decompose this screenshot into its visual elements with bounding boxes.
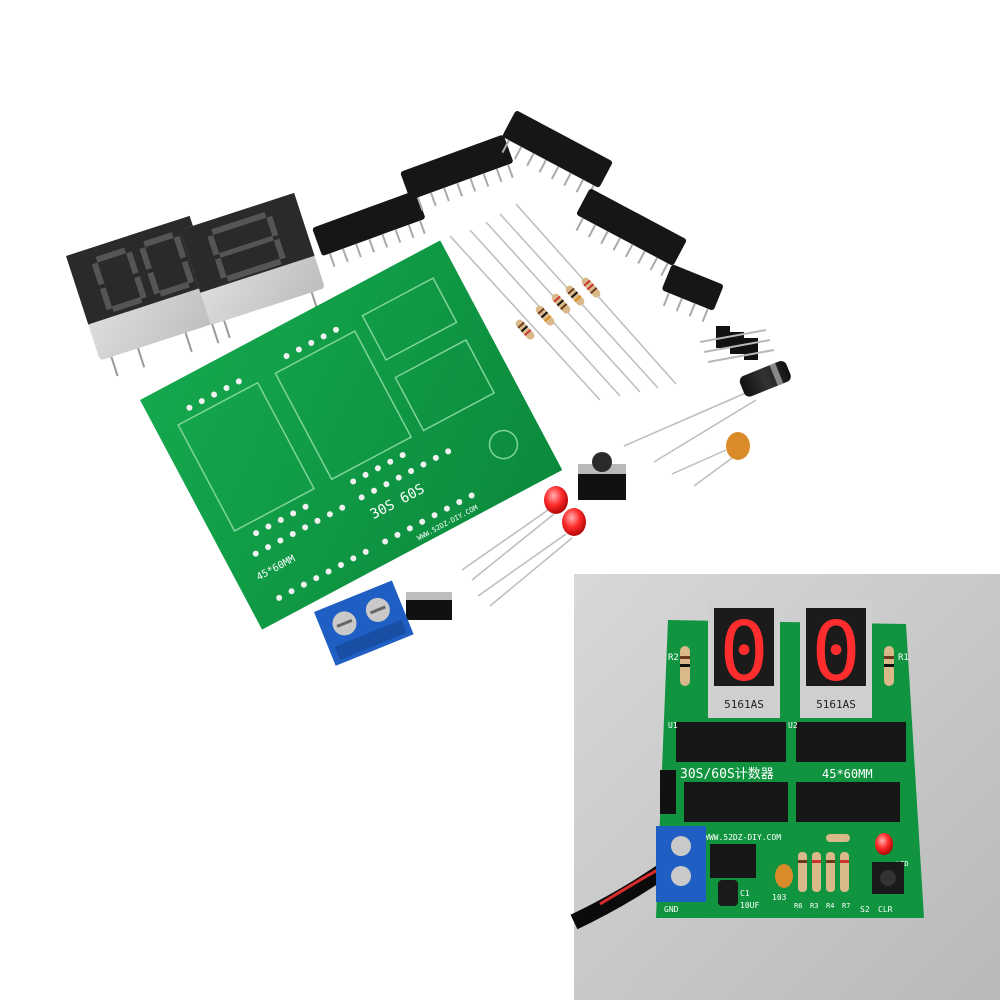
display-right-part: 5161AS [816, 698, 856, 711]
bare-pcb: 30S 60S 45*60MM WWW.52DZ-DIY.COM [140, 240, 563, 630]
display-right-digit: 0 [811, 605, 860, 700]
ic-chip-1 [312, 191, 426, 267]
ic-chip-small [662, 264, 724, 323]
board-url: WWW.52DZ-DIY.COM [704, 833, 781, 842]
led-red-2 [477, 508, 586, 607]
board-terminal [656, 826, 706, 902]
label-gnd: GND [664, 905, 679, 914]
board-size: 45*60MM [822, 767, 873, 781]
display-left: 0 5161AS [708, 600, 780, 718]
chip-555 [710, 844, 756, 878]
label-s2: S2 [860, 905, 870, 914]
chip-u1 [676, 722, 786, 762]
resistor-r1 [884, 646, 894, 686]
label-r6: R6 [794, 902, 802, 910]
resistor-r2 [680, 646, 690, 686]
board-jumper [660, 770, 676, 814]
board-title: 30S/60S计数器 [680, 767, 774, 782]
display-left-digit: 0 [719, 605, 768, 700]
ic-chip-2 [400, 135, 514, 211]
label-r7: R7 [842, 902, 850, 910]
led-red-1 [461, 486, 568, 581]
label-u1: U1 [668, 721, 678, 730]
assembled-board-inset: 0 5161AS 0 5161AS R2 R1 U1 U2 30S/60S计数器… [570, 574, 1000, 1000]
display-left-part: 5161AS [724, 698, 764, 711]
board-led [875, 833, 893, 855]
assembled-pcb: 0 5161AS 0 5161AS R2 R1 U1 U2 30S/60S计数器… [656, 600, 924, 918]
jumper-cap [406, 592, 452, 620]
chip-u2 [796, 722, 906, 762]
label-clr: CLR [878, 905, 893, 914]
ic-chip-3 [501, 111, 613, 199]
label-r3: R3 [810, 902, 818, 910]
seven-segment-display-left [65, 215, 223, 377]
capacitor-c1 [718, 880, 738, 906]
label-r1: R1 [898, 653, 909, 663]
label-10uf: 10UF [740, 901, 759, 910]
chip-u3 [684, 782, 788, 822]
label-r4: R4 [826, 902, 834, 910]
pin-header [699, 326, 775, 363]
tactile-switch [578, 452, 626, 500]
chip-u4 [796, 782, 900, 822]
ic-chip-4 [575, 189, 687, 277]
ceramic-cap-103 [775, 864, 793, 888]
label-r2: R2 [668, 653, 679, 663]
label-103: 103 [772, 893, 787, 902]
board-resistors [798, 834, 850, 892]
seven-segment-display-right [180, 192, 324, 339]
resistor-bodies [515, 277, 601, 340]
label-u2: U2 [788, 721, 798, 730]
display-right: 0 5161AS [800, 600, 872, 718]
ceramic-capacitor [671, 432, 750, 487]
screw-terminal-blue [314, 580, 414, 666]
electrolytic-capacitor [623, 361, 791, 463]
label-c1: C1 [740, 889, 750, 898]
